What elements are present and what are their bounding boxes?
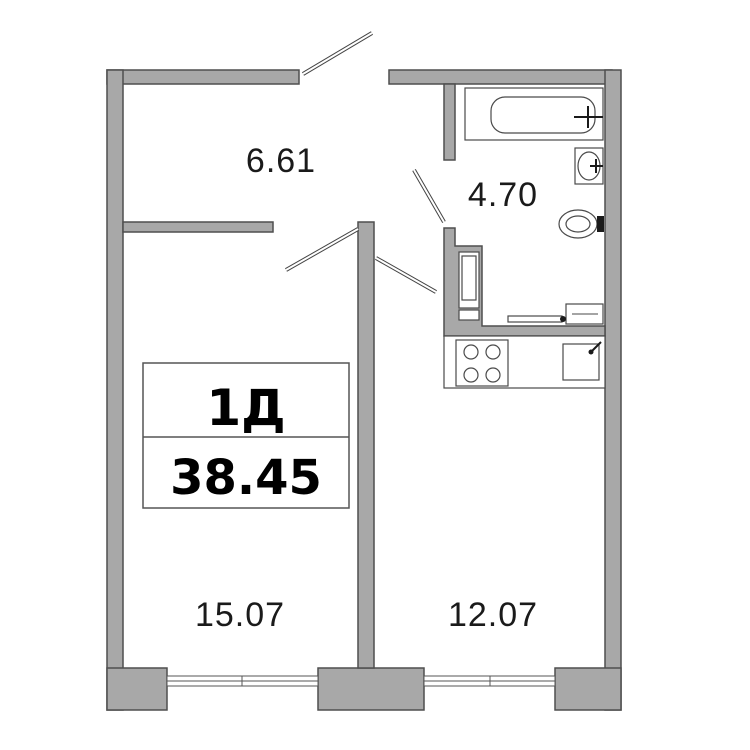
room-area-bathroom: 4.70 (468, 176, 538, 214)
wall-bath-upper (443, 83, 456, 161)
wall-bottom-right (554, 667, 622, 711)
wall-left (106, 69, 124, 711)
cabinet-icon (458, 251, 480, 321)
walls (106, 69, 622, 711)
wall-bottom-center (317, 667, 425, 711)
stove-icon (455, 339, 509, 387)
kitchen-fixtures (443, 335, 606, 389)
pipe-icon (507, 315, 566, 323)
doors (285, 31, 446, 294)
apartment-total-area: 38.45 (170, 450, 322, 506)
wall-top-left (106, 69, 300, 85)
toilet-icon (558, 209, 604, 239)
room-area-bedroom: 15.07 (195, 596, 285, 634)
bathroom-fixtures (458, 87, 604, 325)
wall-hall-partition (122, 221, 274, 233)
wall-bedroom-kitchen (357, 221, 375, 669)
bathtub-icon (464, 87, 604, 141)
kitchen-sink-icon (562, 341, 602, 381)
sink-icon (574, 147, 604, 185)
wall-bottom-left (106, 667, 168, 711)
washer-icon (565, 303, 604, 325)
wall-top-right (388, 69, 613, 85)
room-area-kitchen: 12.07 (448, 596, 538, 634)
stove-burners (463, 344, 501, 383)
room-area-hallway: 6.61 (246, 142, 316, 180)
apartment-badge: 1Д 38.45 (142, 362, 350, 509)
room-labels: 6.61 4.70 15.07 12.07 (195, 142, 538, 634)
wall-right (604, 69, 622, 711)
apartment-type: 1Д (206, 379, 285, 437)
windows (166, 675, 556, 687)
window-bedroom (166, 675, 319, 687)
badge-frame (142, 362, 350, 509)
window-kitchen (423, 675, 556, 687)
